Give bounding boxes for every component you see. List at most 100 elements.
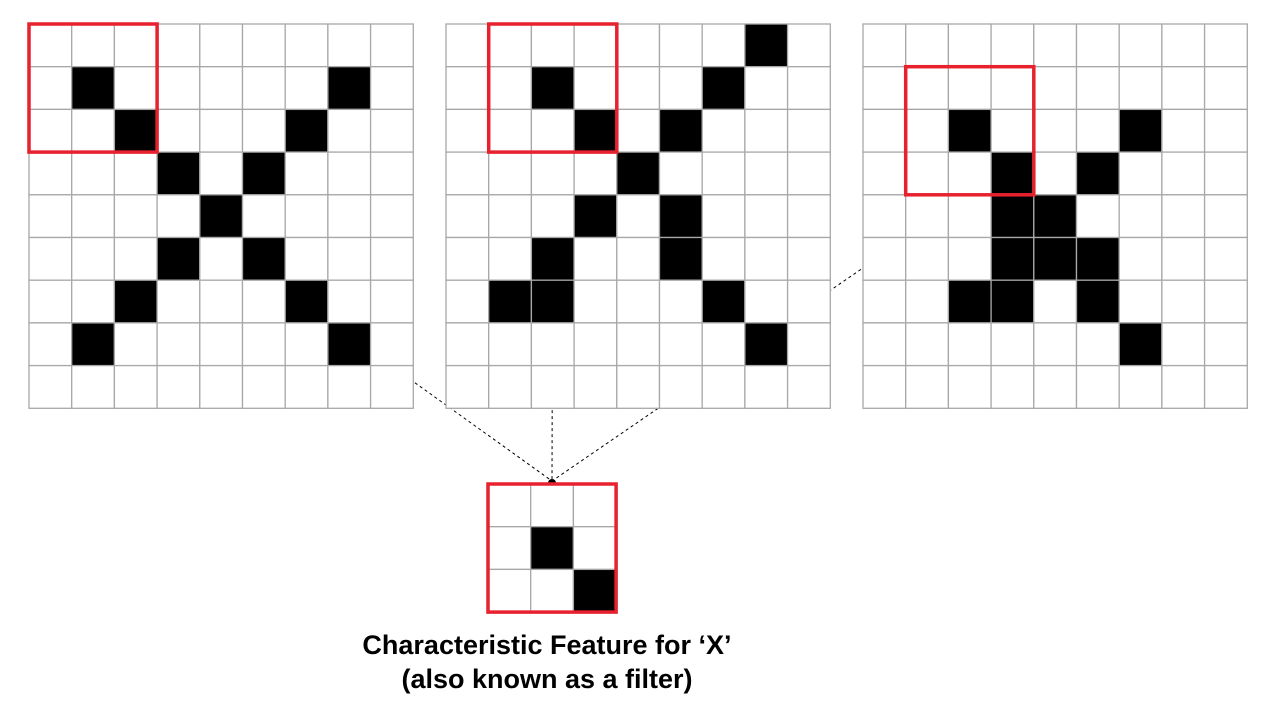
empty-cell (658, 364, 703, 409)
filled-cell (71, 322, 116, 367)
empty-cell (1033, 364, 1078, 409)
empty-cell (1075, 23, 1120, 68)
empty-cell (744, 236, 789, 281)
empty-cell (1033, 66, 1078, 111)
empty-cell (113, 151, 158, 196)
empty-cell (241, 23, 286, 68)
empty-cell (113, 23, 158, 68)
empty-cell (701, 151, 746, 196)
filled-cell (744, 322, 789, 367)
filled-cell (156, 151, 201, 196)
empty-cell (445, 322, 490, 367)
highlight-window (486, 22, 619, 154)
empty-cell (369, 236, 414, 281)
caption-line-2: (also known as a filter) (401, 664, 693, 694)
filled-cell (71, 66, 116, 111)
empty-cell (786, 108, 831, 153)
empty-cell (327, 23, 372, 68)
empty-cell (1161, 151, 1206, 196)
filled-cell (327, 322, 372, 367)
empty-cell (862, 322, 907, 367)
empty-cell (1203, 151, 1248, 196)
filled-cell (488, 279, 533, 324)
empty-cell (28, 364, 73, 409)
empty-cell (530, 108, 575, 153)
filled-cell (701, 66, 746, 111)
empty-cell (156, 194, 201, 239)
empty-cell (369, 108, 414, 153)
empty-cell (616, 194, 661, 239)
empty-cell (947, 66, 992, 111)
filled-cell (1075, 151, 1120, 196)
empty-cell (445, 236, 490, 281)
empty-cell (1118, 66, 1163, 111)
empty-cell (1161, 364, 1206, 409)
empty-cell (530, 483, 575, 528)
empty-cell (28, 236, 73, 281)
empty-cell (199, 236, 244, 281)
empty-cell (658, 279, 703, 324)
empty-cell (658, 151, 703, 196)
empty-cell (113, 236, 158, 281)
caption: Characteristic Feature for ‘X’ (also kno… (0, 628, 1094, 696)
empty-cell (1033, 108, 1078, 153)
empty-cell (990, 322, 1035, 367)
empty-cell (1033, 151, 1078, 196)
empty-cell (786, 236, 831, 281)
empty-cell (616, 322, 661, 367)
empty-cell (947, 322, 992, 367)
empty-cell (199, 66, 244, 111)
empty-cell (744, 279, 789, 324)
empty-cell (786, 151, 831, 196)
filled-cell (1075, 279, 1120, 324)
empty-cell (1118, 364, 1163, 409)
empty-cell (488, 236, 533, 281)
filled-cell (701, 279, 746, 324)
empty-cell (905, 194, 950, 239)
empty-cell (113, 322, 158, 367)
empty-cell (616, 66, 661, 111)
empty-cell (573, 151, 618, 196)
empty-cell (71, 279, 116, 324)
empty-cell (488, 364, 533, 409)
empty-cell (327, 364, 372, 409)
empty-cell (1118, 236, 1163, 281)
empty-cell (369, 322, 414, 367)
empty-cell (241, 194, 286, 239)
empty-cell (1161, 279, 1206, 324)
empty-cell (284, 364, 329, 409)
empty-cell (284, 236, 329, 281)
filled-cell (616, 151, 661, 196)
empty-cell (241, 66, 286, 111)
empty-cell (990, 23, 1035, 68)
empty-cell (658, 322, 703, 367)
filled-cell (573, 108, 618, 153)
empty-cell (445, 23, 490, 68)
empty-cell (530, 364, 575, 409)
filled-cell (1033, 236, 1078, 281)
empty-cell (156, 279, 201, 324)
empty-cell (786, 194, 831, 239)
empty-cell (156, 322, 201, 367)
empty-cell (488, 322, 533, 367)
empty-cell (199, 23, 244, 68)
empty-cell (284, 322, 329, 367)
highlight-window (903, 64, 1036, 197)
filled-cell (990, 151, 1035, 196)
filled-cell (284, 279, 329, 324)
empty-cell (488, 108, 533, 153)
empty-cell (990, 364, 1035, 409)
empty-cell (1033, 279, 1078, 324)
empty-cell (28, 194, 73, 239)
empty-cell (862, 236, 907, 281)
filled-cell (1033, 194, 1078, 239)
empty-cell (369, 23, 414, 68)
filled-cell (156, 236, 201, 281)
highlight-window (27, 22, 159, 154)
grid-left (27, 22, 414, 409)
filled-cell (990, 279, 1035, 324)
empty-cell (28, 66, 73, 111)
empty-cell (862, 364, 907, 409)
filled-cell (241, 151, 286, 196)
empty-cell (786, 66, 831, 111)
